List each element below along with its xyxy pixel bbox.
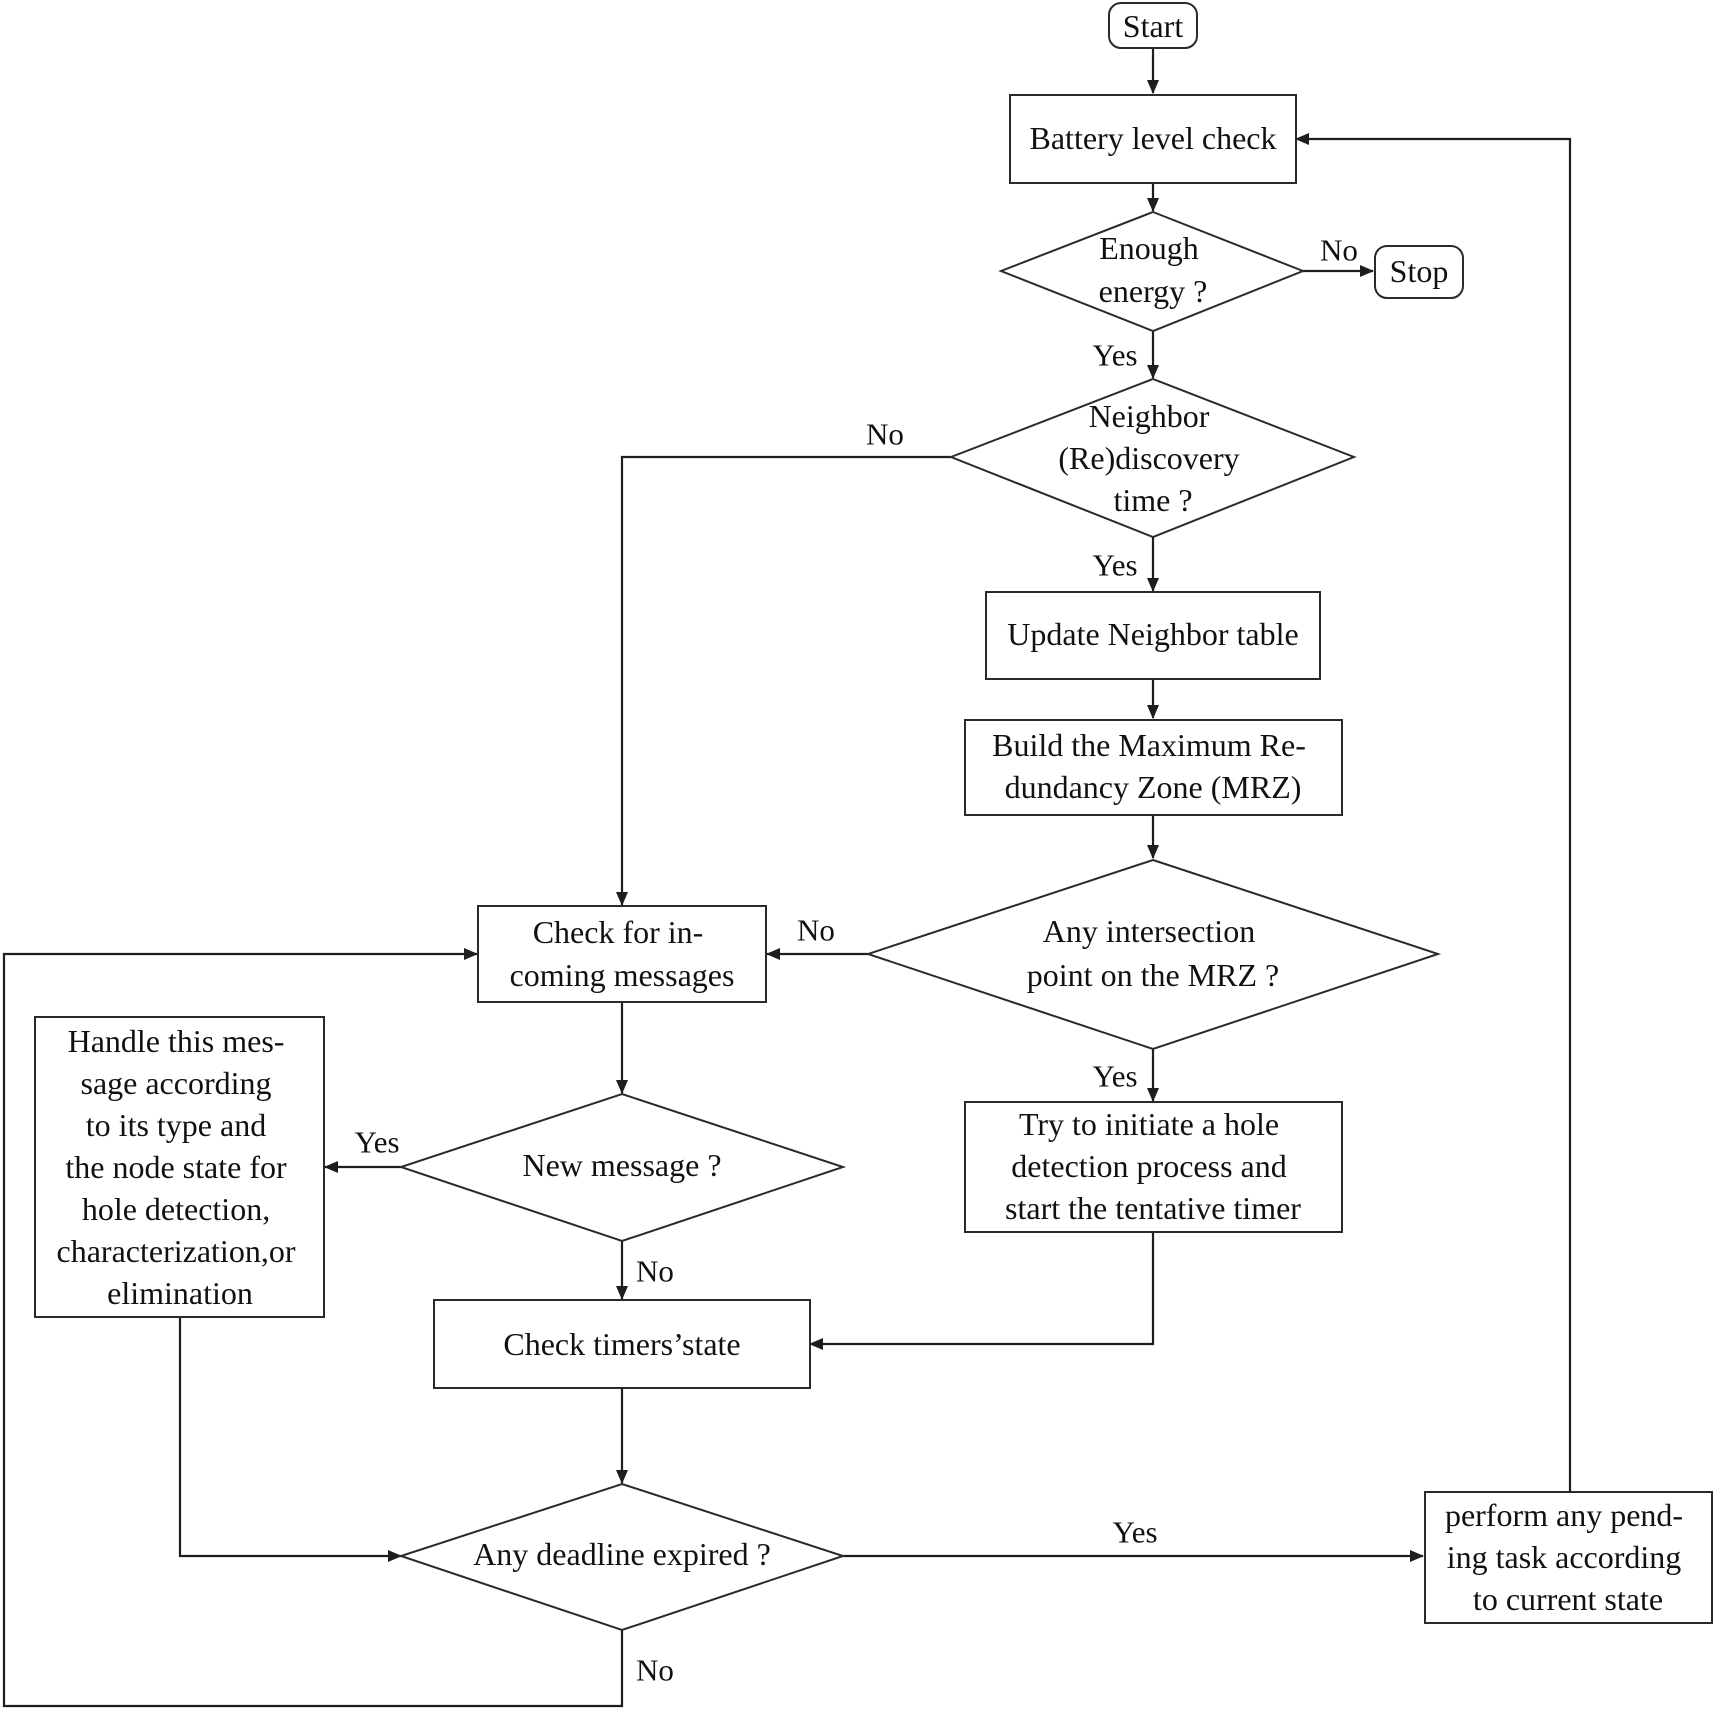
handle-message-line-7: elimination [107,1275,253,1311]
new-message-line-1: New message ? [522,1147,721,1183]
intersection-line-2: point on the MRZ ? [1027,957,1279,993]
stop-terminal-line-1: Stop [1390,253,1449,289]
svg-text:Battery level check: Battery level check [1030,120,1277,156]
check-messages-line-1: Check for in- [533,914,704,950]
handle-message-box: Handle this mes- sage according to its t… [34,1016,325,1318]
handle-message-line-4: the node state for [65,1149,287,1185]
connectors [2,48,1572,1708]
svg-text:New message ?: New message ? [522,1147,721,1183]
enough-no-label: No [1320,233,1358,268]
build-mrz-box: Build the Maximum Re- dundancy Zone (MRZ… [964,719,1343,816]
handle-message-line-3: to its type and [86,1107,266,1143]
stop-terminal: Stop [1374,245,1464,299]
start-terminal-line-1: Start [1123,8,1184,44]
enough-yes-label: Yes [1092,338,1137,373]
edge-labels: No Yes No Yes No Yes Yes No Yes No [354,233,1358,1688]
check-timers-line-1: Check timers’state [503,1326,740,1362]
handle-message-line-2: sage according [80,1065,271,1101]
intersection-yes-label: Yes [1092,1059,1137,1094]
enough-energy-line-2: energy ? [1099,273,1208,309]
svg-text:Enough energy ?: Enough energy ? [1099,230,1208,309]
edge-handle-deadline [178,1317,402,1562]
deadline-line-1: Any deadline expired ? [473,1536,771,1572]
edge-deadline-no-checkmsgs [2,948,624,1708]
check-messages-line-2: coming messages [510,957,735,993]
try-hole-line-2: detection process and [1011,1148,1286,1184]
neighbor-discovery-line-2: (Re)discovery [1058,440,1239,476]
new-message-decision: New message ? [397,1092,847,1243]
handle-message-line-1: Handle this mes- [68,1023,285,1059]
try-hole-detection-box: Try to initiate a hole detection process… [964,1101,1343,1233]
svg-text:Update Neighbor table: Update Neighbor table [1007,616,1298,652]
check-timers-box: Check timers’state [433,1299,811,1389]
svg-text:Check timers’state: Check timers’state [503,1326,740,1362]
pending-task-line-3: to current state [1473,1581,1663,1617]
svg-text:Stop: Stop [1390,253,1449,289]
intersection-no-label: No [797,913,835,948]
update-neighbor-line-1: Update Neighbor table [1007,616,1298,652]
build-mrz-line-1: Build the Maximum Re- [992,727,1306,763]
deadline-decision: Any deadline expired ? [397,1482,847,1632]
svg-text:perform any pend- ing ta: perform any pend- ing task according to … [1445,1497,1691,1617]
new-message-yes-label: Yes [354,1125,399,1160]
pending-task-box: perform any pend- ing task according to … [1424,1491,1713,1624]
edge-neighbor-no-checkmsgs [616,455,951,906]
pending-task-line-2: ing task according [1447,1539,1682,1575]
svg-text:Check for in- coming mes: Check for in- coming messages [510,914,735,993]
neighbor-no-label: No [866,417,904,452]
edge-pending-battery [1295,133,1572,1492]
start-terminal-text: Start [1123,8,1184,44]
intersection-line-1: Any intersection [1043,913,1255,949]
start-terminal: Start [1108,2,1198,49]
svg-text:Try to initiate a hole d: Try to initiate a hole detection process… [1005,1106,1301,1226]
handle-message-line-5: hole detection, [82,1191,270,1227]
build-mrz-line-2: dundancy Zone (MRZ) [1005,769,1302,805]
battery-check-line-1: Battery level check [1030,120,1277,156]
battery-check-box: Battery level check [1009,94,1297,184]
svg-text:Handle this mes- sage ac: Handle this mes- sage according to its t… [57,1023,304,1311]
try-hole-line-1: Try to initiate a hole [1019,1106,1279,1142]
svg-text:Build the Maximum Re- du: Build the Maximum Re- dundancy Zone (MRZ… [992,727,1314,805]
deadline-no-label: No [636,1653,674,1688]
try-hole-line-3: start the tentative timer [1005,1190,1301,1226]
update-neighbor-table-box: Update Neighbor table [985,591,1321,680]
pending-task-line-1: perform any pend- [1445,1497,1683,1533]
neighbor-yes-label: Yes [1092,548,1137,583]
enough-energy-decision: Enough energy ? [998,210,1306,333]
enough-energy-line-1: Enough [1099,230,1199,266]
edge-tryhole-timers [809,1232,1155,1350]
neighbor-discovery-decision: Neighbor (Re)discovery time ? [948,377,1357,539]
check-messages-box: Check for in- coming messages [477,905,767,1003]
neighbor-discovery-line-1: Neighbor [1089,398,1210,434]
deadline-yes-label: Yes [1112,1515,1157,1550]
svg-text:Any deadline expired ?: Any deadline expired ? [473,1536,771,1572]
handle-message-line-6: characterization,or [57,1233,296,1269]
intersection-decision: Any intersection point on the MRZ ? [864,858,1442,1051]
neighbor-discovery-line-3: time ? [1113,482,1192,518]
svg-text:Neighbor (Re)discovery: Neighbor (Re)discovery time ? [1058,398,1247,518]
svg-text:Any intersection point o: Any intersection point on the MRZ ? [1027,913,1279,993]
new-message-no-label: No [636,1254,674,1289]
